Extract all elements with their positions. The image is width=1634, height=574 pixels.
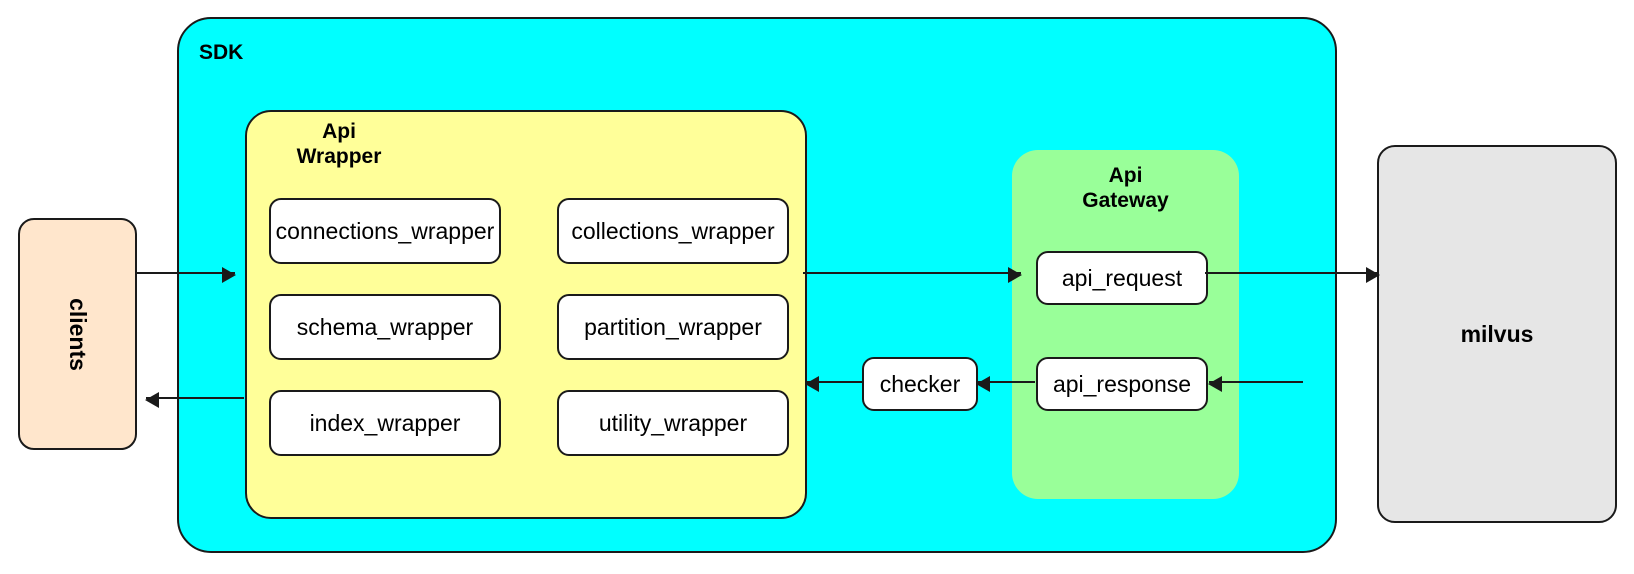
api-response-node[interactable]: api_response xyxy=(1036,357,1208,411)
connections-wrapper-node[interactable]: connections_wrapper xyxy=(269,198,501,264)
api-wrapper-container[interactable]: Api Wrapper connections_wrapper collecti… xyxy=(245,110,807,519)
utility-wrapper-node[interactable]: utility_wrapper xyxy=(557,390,789,456)
arrow-api-response-to-checker xyxy=(976,376,1035,392)
collections-wrapper-label: collections_wrapper xyxy=(571,217,775,244)
arrow-api-request-to-milvus xyxy=(1205,267,1380,283)
collections-wrapper-node[interactable]: collections_wrapper xyxy=(557,198,789,264)
checker-label: checker xyxy=(879,370,961,397)
arrow-milvus-to-api-response xyxy=(1208,376,1303,392)
api-response-label: api_response xyxy=(1052,370,1192,397)
index-wrapper-node[interactable]: index_wrapper xyxy=(269,390,501,456)
schema-wrapper-node[interactable]: schema_wrapper xyxy=(269,294,501,360)
api-wrapper-title: Api Wrapper xyxy=(296,120,382,168)
connections-wrapper-label: connections_wrapper xyxy=(275,217,495,244)
schema-wrapper-label: schema_wrapper xyxy=(296,313,474,340)
utility-wrapper-label: utility_wrapper xyxy=(598,409,748,436)
sdk-title: SDK xyxy=(199,41,244,64)
milvus-node[interactable]: milvus xyxy=(1377,145,1617,523)
clients-label: clients xyxy=(65,297,91,371)
clients-node[interactable]: clients xyxy=(18,218,137,450)
api-gateway-container[interactable]: Api Gateway api_request api_response xyxy=(1012,150,1239,499)
checker-node[interactable]: checker xyxy=(862,357,978,411)
arrow-checker-to-api-wrapper xyxy=(805,376,862,392)
partition-wrapper-label: partition_wrapper xyxy=(584,313,762,340)
arrow-api-wrapper-to-api-gateway xyxy=(803,267,1022,283)
partition-wrapper-node[interactable]: partition_wrapper xyxy=(557,294,789,360)
index-wrapper-label: index_wrapper xyxy=(309,409,461,436)
sdk-container[interactable]: SDK Api Wrapper connections_wrapper coll… xyxy=(177,17,1337,553)
milvus-label: milvus xyxy=(1460,320,1534,347)
api-gateway-title: Api Gateway xyxy=(1082,164,1169,212)
arrow-api-wrapper-to-clients xyxy=(145,392,244,408)
api-request-node[interactable]: api_request xyxy=(1036,251,1208,305)
arrow-clients-to-api-wrapper xyxy=(137,267,236,283)
api-request-label: api_request xyxy=(1061,264,1183,291)
